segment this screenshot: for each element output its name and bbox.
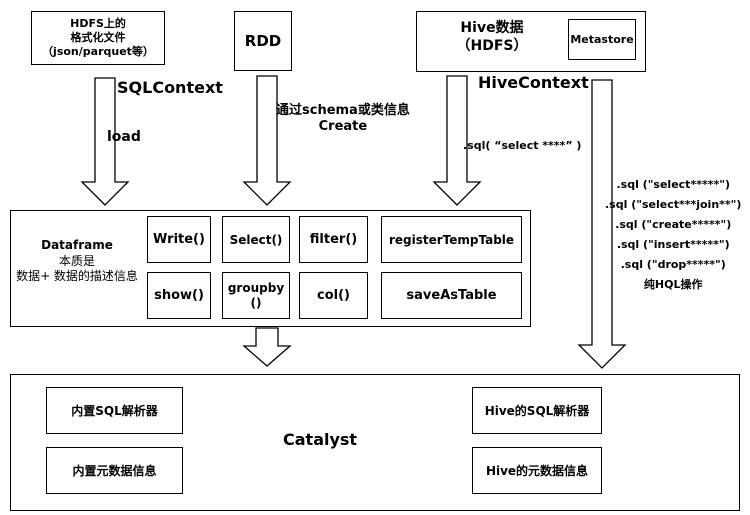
hive-data-label: Hive数据 （HDFS） bbox=[437, 20, 547, 55]
hivecontext-label: HiveContext bbox=[478, 73, 589, 92]
write-op-label: Write() bbox=[153, 232, 205, 247]
schema-create-label: 通过schema或类信息 Create bbox=[276, 103, 410, 136]
groupby-op-line1: groupby bbox=[227, 280, 285, 295]
select-op-label: Select() bbox=[229, 232, 283, 247]
builtin-metadata: 内置元数据信息 bbox=[46, 447, 183, 494]
dataframe-desc: Dataframe 本质是 数据+ 数据的描述信息 bbox=[13, 238, 141, 285]
hdfs-files-box: HDFS上的 格式化文件 （json/parquet等） bbox=[31, 11, 165, 65]
filter-op: filter() bbox=[299, 216, 368, 263]
hql-line4: .sql ("insert*****") bbox=[616, 238, 730, 251]
hdfs-files-line2: 格式化文件 bbox=[70, 31, 126, 45]
hql-arrow bbox=[577, 79, 627, 369]
col-op-label: col() bbox=[317, 288, 350, 303]
hql-line5: .sql ("drop*****") bbox=[620, 258, 726, 271]
sql-select-arrow bbox=[432, 75, 482, 206]
hive-data-line1: Hive数据 bbox=[460, 20, 524, 36]
select-op: Select() bbox=[222, 216, 290, 263]
hive-metadata: Hive的元数据信息 bbox=[472, 447, 602, 494]
hive-data-line2: （HDFS） bbox=[456, 37, 528, 54]
sqlcontext-label: SQLContext bbox=[117, 78, 223, 97]
metastore-label: Metastore bbox=[570, 33, 634, 46]
hive-data-box: Hive数据 （HDFS） Metastore bbox=[416, 11, 646, 72]
register-temp-table-label: registerTempTable bbox=[388, 232, 515, 247]
schema-line1: 通过schema或类信息 bbox=[276, 103, 410, 118]
groupby-op: groupby () bbox=[222, 272, 290, 319]
show-op-label: show() bbox=[154, 288, 204, 303]
hql-ops-label: .sql ("select*****") .sql ("select***joi… bbox=[605, 175, 741, 295]
hql-line2: .sql ("select***join**") bbox=[605, 198, 742, 211]
load-arrow bbox=[80, 77, 130, 206]
metastore-box: Metastore bbox=[568, 19, 636, 60]
hql-line1: .sql ("select*****") bbox=[616, 178, 730, 191]
hdfs-files-line1: HDFS上的 bbox=[70, 17, 126, 31]
hive-sql-parser-label: Hive的SQL解析器 bbox=[484, 404, 590, 418]
dataframe-desc-line3: 数据+ 数据的描述信息 bbox=[16, 269, 138, 284]
save-as-table-op: saveAsTable bbox=[381, 272, 522, 319]
hive-sql-parser: Hive的SQL解析器 bbox=[472, 387, 602, 434]
dataframe-title: Dataframe bbox=[41, 238, 113, 252]
sql-select-label: .sql( “select ****” ) bbox=[463, 139, 582, 152]
load-label: load bbox=[107, 129, 141, 145]
catalyst-title: Catalyst bbox=[283, 430, 358, 449]
builtin-sql-parser-label: 内置SQL解析器 bbox=[71, 404, 158, 418]
show-op: show() bbox=[147, 272, 211, 319]
dataframe-desc-line2: 本质是 bbox=[58, 253, 95, 268]
write-op: Write() bbox=[147, 216, 211, 263]
create-arrow bbox=[242, 75, 292, 206]
hql-line6: 纯HQL操作 bbox=[643, 278, 703, 291]
dataframe-to-catalyst-arrow bbox=[242, 327, 292, 367]
schema-line2: Create bbox=[318, 119, 368, 135]
groupby-op-line2: () bbox=[250, 295, 262, 310]
filter-op-label: filter() bbox=[309, 232, 358, 247]
builtin-sql-parser: 内置SQL解析器 bbox=[46, 387, 183, 434]
rdd-label: RDD bbox=[244, 32, 282, 50]
col-op: col() bbox=[299, 272, 368, 319]
hdfs-files-line3: （json/parquet等） bbox=[42, 44, 154, 58]
rdd-box: RDD bbox=[234, 11, 292, 71]
hive-metadata-label: Hive的元数据信息 bbox=[485, 464, 589, 478]
save-as-table-label: saveAsTable bbox=[406, 288, 497, 303]
hql-line3: .sql ("create*****") bbox=[615, 218, 732, 231]
register-temp-table-op: registerTempTable bbox=[381, 216, 522, 263]
builtin-metadata-label: 内置元数据信息 bbox=[72, 464, 157, 478]
